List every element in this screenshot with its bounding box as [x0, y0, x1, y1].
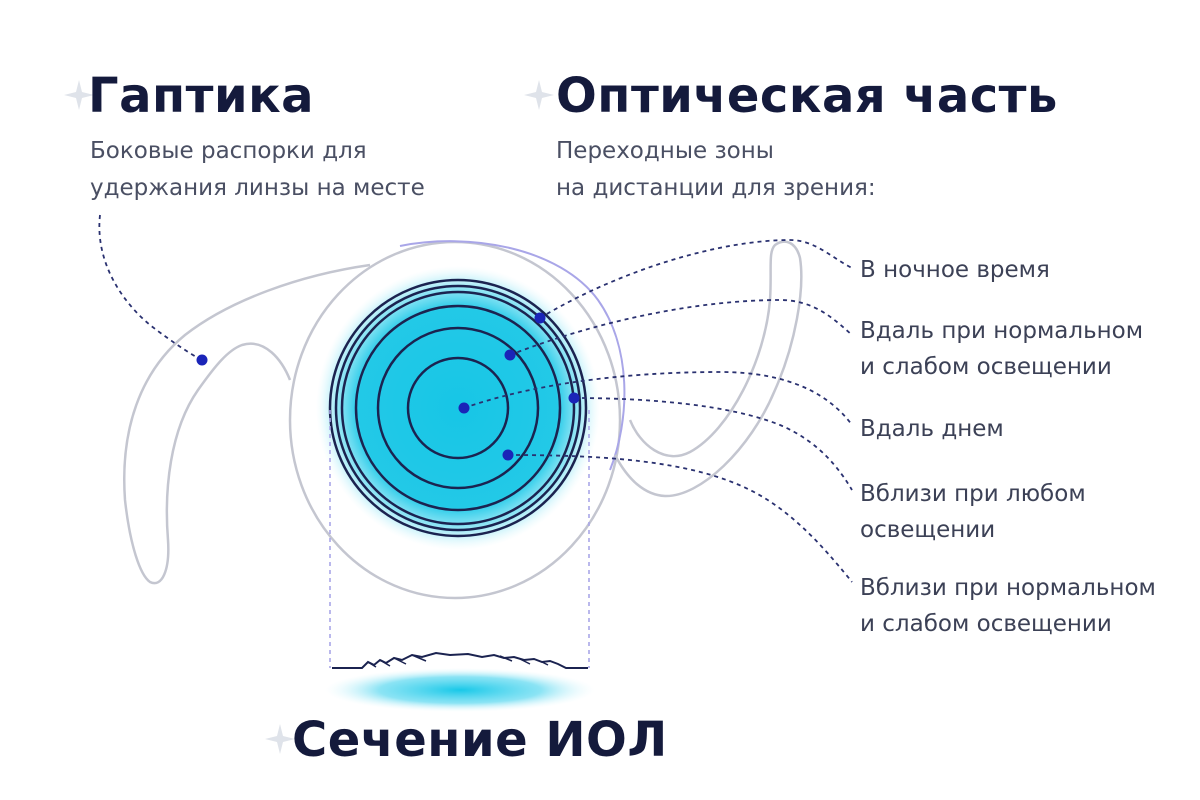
haptic-title: Гаптика	[88, 68, 315, 124]
ring-3	[340, 290, 576, 526]
ring-2	[334, 284, 582, 532]
left-haptic	[123, 263, 371, 585]
ring-6	[406, 356, 510, 460]
zone-label-night: В ночное время	[860, 252, 1050, 288]
sparkle-icon	[265, 724, 295, 754]
zone-label-line: Вдаль днем	[860, 416, 1004, 442]
zone-dot-1	[534, 312, 546, 324]
zone-dot-2	[504, 349, 516, 361]
optic-description: Переходные зоны на дистанции для зрения:	[556, 133, 876, 207]
sparkle-icon	[64, 80, 94, 110]
zone-pointer-5	[507, 454, 853, 583]
lens-section-profile	[332, 651, 588, 669]
zone-dot-3	[458, 402, 470, 414]
right-haptic	[613, 240, 803, 498]
section-glow	[325, 668, 595, 712]
zone-dot-5	[502, 449, 514, 461]
zone-label-near-normal-low: Вблизи при нормальном и слабом освещении	[860, 570, 1156, 642]
section-title: Сечение ИОЛ	[292, 712, 668, 768]
optic-body-lilac	[399, 240, 626, 471]
haptic-pointer	[98, 214, 202, 361]
zone-pointer-3	[463, 371, 853, 426]
optic-desc-line: Переходные зоны	[556, 138, 774, 164]
zone-pointer-2	[509, 299, 853, 356]
zone-label-line: и слабом освещении	[860, 354, 1112, 380]
zone-label-near-any: Вблизи при любом освещении	[860, 476, 1086, 548]
optic-title: Оптическая часть	[556, 68, 1058, 124]
optic-desc-line: на дистанции для зрения:	[556, 175, 876, 201]
zone-label-far-normal-low: Вдаль при нормальном и слабом освещении	[860, 313, 1143, 385]
zone-label-line: Вдаль при нормальном	[860, 318, 1144, 344]
zone-label-far-day: Вдаль днем	[860, 411, 1004, 447]
zone-pointer-1	[539, 239, 853, 319]
zone-label-line: и слабом освещении	[860, 611, 1112, 637]
zone-label-line: Вблизи при нормальном	[860, 575, 1156, 601]
haptic-description: Боковые распорки для удержания линзы на …	[90, 133, 425, 207]
ring-4	[354, 304, 562, 512]
sparkle-icon	[524, 80, 554, 110]
ring-5	[376, 326, 540, 490]
haptic-desc-line: Боковые распорки для	[90, 138, 367, 164]
haptic-desc-line: удержания линзы на месте	[90, 175, 425, 201]
haptic-dot	[196, 354, 208, 366]
zone-label-line: Вблизи при любом	[860, 481, 1086, 507]
optic-glow	[316, 266, 600, 550]
zone-label-line: В ночное время	[860, 257, 1050, 283]
ring-1	[328, 278, 588, 538]
zone-dot-4	[568, 392, 580, 404]
optic-rings	[328, 278, 588, 538]
zone-label-line: освещении	[860, 517, 996, 543]
